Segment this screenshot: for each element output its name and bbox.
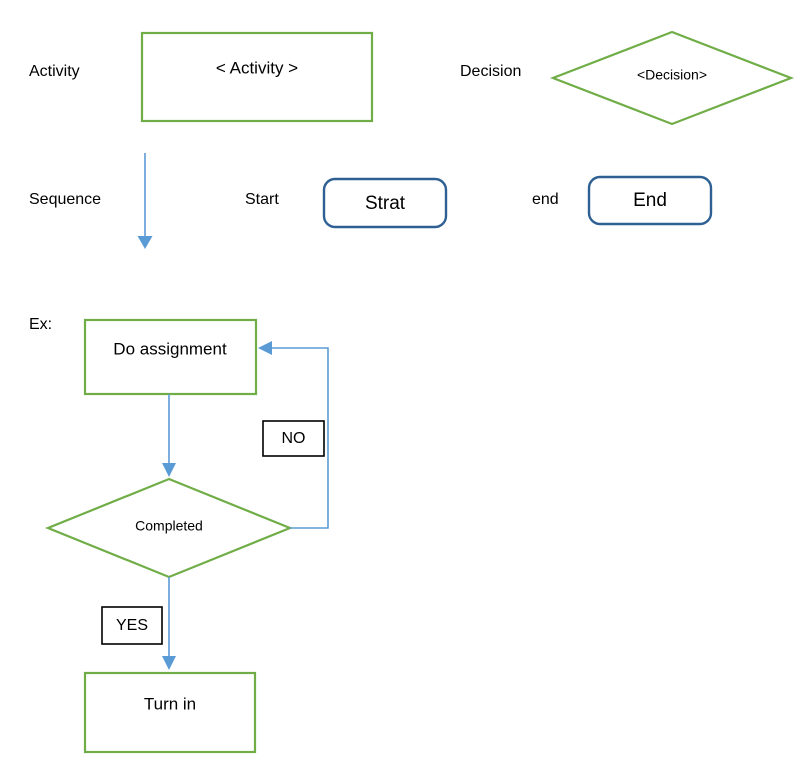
end-terminator-shape[interactable] <box>587 175 713 226</box>
start-terminator-text: Strat <box>365 193 406 214</box>
decision-shape-text: <Decision> <box>637 67 707 83</box>
start-terminator-shape[interactable] <box>322 177 448 229</box>
legend-label-sequence: Sequence <box>29 191 101 208</box>
activity-shape-text: < Activity > <box>216 58 298 77</box>
edge-label-box-yes <box>101 606 163 645</box>
legend-label-end: end <box>532 191 559 208</box>
node-do-assignment[interactable] <box>83 318 258 396</box>
edge-completed-no-loop <box>258 341 329 529</box>
decision-shape[interactable] <box>549 30 795 126</box>
node-turn-in[interactable] <box>83 671 257 754</box>
edge-label-yes: YES <box>116 617 148 634</box>
edge-label-box-no <box>262 420 325 457</box>
edge-label-no: NO <box>282 430 306 447</box>
legend-label-decision: Decision <box>460 63 521 80</box>
edge-completed-yes-to-turn-in <box>162 577 176 670</box>
sequence-arrow <box>137 153 153 249</box>
node-turn-in-text: Turn in <box>144 694 196 713</box>
node-completed-text: Completed <box>135 518 203 534</box>
end-terminator-text: End <box>633 190 667 211</box>
activity-shape[interactable] <box>140 31 374 123</box>
edge-do-assignment-to-completed <box>162 394 176 477</box>
legend-label-activity: Activity <box>29 63 80 80</box>
node-do-assignment-text: Do assignment <box>113 339 227 358</box>
legend-label-start: Start <box>245 191 279 208</box>
example-label: Ex: <box>29 316 52 333</box>
